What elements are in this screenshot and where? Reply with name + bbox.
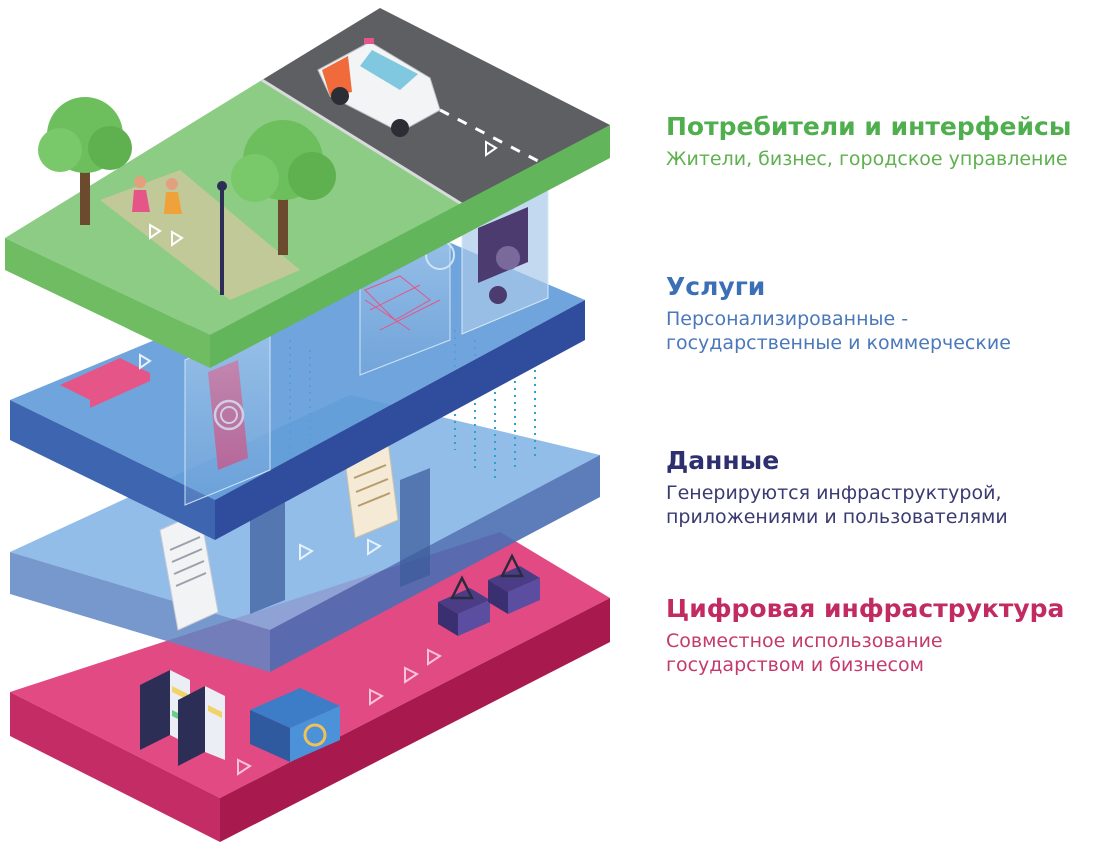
- legend-title-infra: Цифровая инфраструктура: [666, 594, 1064, 624]
- legend-desc-line: Генерируются инфраструктурой,: [666, 481, 1008, 505]
- legend-infra: Цифровая инфраструктура Совместное испол…: [666, 594, 1064, 677]
- legend-desc-line: Совместное использование: [666, 629, 1064, 653]
- legend-desc-infra: Совместное использование государством и …: [666, 629, 1064, 677]
- legend-desc-line: государственные и коммерческие: [666, 331, 1011, 355]
- legend-desc-line: государством и бизнесом: [666, 653, 1064, 677]
- legend-desc-line: Жители, бизнес, городское управление: [666, 147, 1071, 171]
- legend-desc-consumers: Жители, бизнес, городское управление: [666, 147, 1071, 171]
- legend-desc-data: Генерируются инфраструктурой, приложения…: [666, 481, 1008, 529]
- legend-desc-services: Персонализированные - государственные и …: [666, 307, 1011, 355]
- legend-data: Данные Генерируются инфраструктурой, при…: [666, 446, 1008, 529]
- legend-desc-line: Персонализированные -: [666, 307, 1011, 331]
- legend-title-services: Услуги: [666, 272, 1011, 302]
- layered-city-diagram: [0, 0, 650, 850]
- legend-title-data: Данные: [666, 446, 1008, 476]
- legend-consumers: Потребители и интерфейсы Жители, бизнес,…: [666, 112, 1071, 171]
- legend-desc-line: приложениями и пользователями: [666, 505, 1008, 529]
- legend-services: Услуги Персонализированные - государстве…: [666, 272, 1011, 355]
- legend-title-consumers: Потребители и интерфейсы: [666, 112, 1071, 142]
